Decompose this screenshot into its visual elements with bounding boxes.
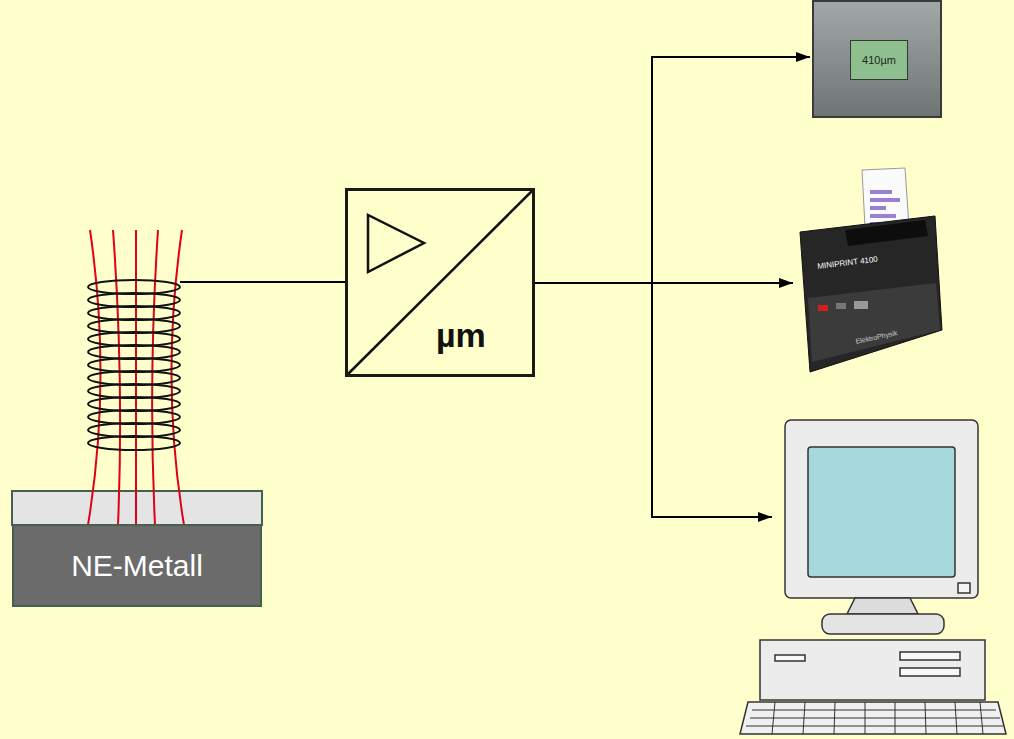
printer: MINIPRINT 4100ElektroPhysik (795, 168, 942, 372)
field-lines (88, 230, 184, 525)
amplifier-symbol (368, 215, 424, 272)
display-reading: 410µm (862, 54, 896, 66)
metal-substrate: NE-Metall (12, 524, 262, 607)
display-screen: 410µm (850, 40, 908, 80)
computer-illustration (740, 420, 1006, 734)
coil (88, 280, 180, 450)
printer-illustration (800, 168, 942, 372)
unit-label: µm (436, 317, 486, 354)
signal-arrow (535, 282, 793, 284)
converter-diagonal (346, 189, 534, 376)
material-label: NE-Metall (71, 549, 203, 582)
transducer-box: µm (345, 188, 535, 377)
printer-model: MINIPRINT 4100 (817, 256, 878, 272)
display-unit: 410µm (812, 0, 942, 118)
signal-arrow (535, 57, 810, 283)
coil-lead (180, 281, 345, 283)
computer-branch (652, 282, 772, 517)
brand-label: ElektroPhysik (855, 329, 898, 345)
